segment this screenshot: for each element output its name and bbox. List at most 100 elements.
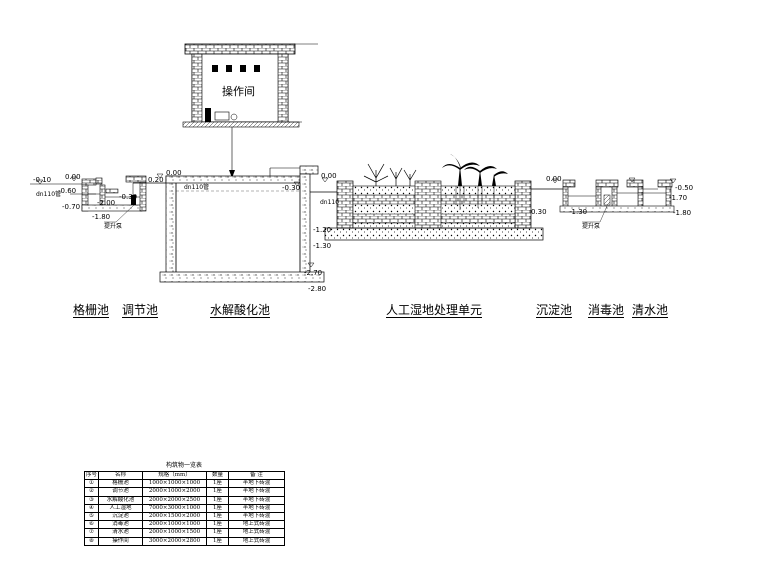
building-slab [182, 121, 300, 128]
building-wall-left [191, 53, 203, 123]
table-cell: 1座 [206, 495, 229, 505]
header-cell: 名称 [98, 470, 143, 481]
table-cell: ⑤ [84, 512, 99, 522]
annotation-texts: 提升泵 提升泵 dn110管 dn110管 dn110 [36, 183, 600, 230]
table-cell: 水解酸化池 [98, 495, 143, 505]
operation-room-title: 操作间 [222, 85, 255, 98]
table-cell: 地上式砖混 [228, 520, 285, 530]
elev-text: 0.00 [65, 173, 81, 181]
elevation-texts: -0.10 0.00 -0.60 -0.70 -0.30 -2.00 -1.80… [33, 169, 693, 293]
screen-and-regulating-pools [30, 175, 166, 223]
lift-pump-left [131, 195, 136, 205]
elev-text: -2.00 [97, 199, 115, 207]
table-cell: 地上式砖混 [228, 536, 285, 546]
building-wall-right [277, 53, 289, 123]
table-cell: ② [84, 487, 99, 497]
elev-text: -0.30 [119, 193, 137, 201]
palm-plants [442, 154, 508, 186]
table-cell: 半地下砖混 [228, 479, 285, 489]
table-cell: 1座 [206, 528, 229, 538]
elev-text: 0.00 [166, 169, 182, 177]
hydrolysis-pool [159, 165, 340, 283]
table-cell: 格栅池 [98, 479, 143, 489]
window-2 [226, 65, 232, 72]
table-cell: 半地下砖混 [228, 487, 285, 497]
table-cell: 3000×2000×2800 [142, 536, 207, 546]
elev-text: -1.80 [92, 213, 110, 221]
table-cell: 2000×1500×2000 [142, 512, 207, 522]
elev-text: -0.10 [33, 176, 51, 184]
building-roof [184, 43, 296, 55]
table-cell: 1座 [206, 479, 229, 489]
header-cell: 数量 [206, 470, 229, 481]
window-3 [240, 65, 246, 72]
header-cell: 序号 [84, 470, 99, 481]
settling-pool-label: 沉淀池 [536, 303, 573, 318]
door [205, 108, 211, 122]
table-cell: ⑥ [84, 520, 99, 530]
table-cell: 2000×2000×2500 [142, 495, 207, 505]
lift-pump-label: 提升泵 [104, 222, 122, 230]
window-1 [212, 65, 218, 72]
table-cell: 1座 [206, 520, 229, 530]
regulating-pool-label: 调节池 [122, 303, 159, 318]
elev-text: -2.80 [308, 285, 326, 293]
table-cell: ① [84, 479, 99, 489]
table-header-row: 序号 名称 规格（mm） 数量 备 注 [84, 470, 285, 481]
table-cell: 半地下砖混 [228, 495, 285, 505]
table-cell: 7000×3000×1000 [142, 503, 207, 514]
lift-pump-right [603, 194, 611, 206]
screen-pool-label: 格栅池 [73, 303, 110, 318]
elev-text: -1.20 [313, 226, 331, 234]
table-cell: 2000×1000×1000 [142, 520, 207, 530]
operation-room [182, 43, 318, 178]
header-cell: 规格（mm） [142, 470, 207, 481]
elev-text: -0.60 [58, 187, 76, 195]
elev-text: -1.70 [669, 194, 687, 202]
wetland-base [324, 227, 544, 241]
table-cell: 人工湿地 [98, 503, 143, 514]
header-cell: 备 注 [228, 470, 285, 481]
elev-text: -0.50 [675, 184, 693, 192]
elev-text: -2.70 [304, 269, 322, 277]
table-cell: 1000×1000×1000 [142, 479, 207, 489]
table-cell: 沉淀池 [98, 512, 143, 522]
table-cell: 2000×1000×2000 [142, 487, 207, 497]
lift-pump-label: 提升泵 [582, 222, 600, 230]
elev-text: 0.20 [148, 176, 164, 184]
elev-text: 0.30 [531, 208, 547, 216]
table-cell: 调节池 [98, 487, 143, 497]
table-cell: 清水池 [98, 528, 143, 538]
window-4 [254, 65, 260, 72]
pipe-label: dn110管 [184, 183, 209, 191]
reed-plants [363, 163, 417, 186]
table-cell: 1座 [206, 536, 229, 546]
disinfection-pool-label: 消毒池 [588, 303, 625, 318]
table-cell: ③ [84, 495, 99, 505]
elev-text: 0.00 [546, 175, 562, 183]
root-lines [455, 186, 495, 210]
table-cell: 地上式砖混 [228, 528, 285, 538]
table-cell: 操作间 [98, 536, 143, 546]
elevation-markers [36, 173, 677, 268]
pipe-label: dn110管 [36, 190, 61, 198]
table-cell: ④ [84, 503, 99, 514]
table-cell: 消毒池 [98, 520, 143, 530]
elev-text: -0.30 [282, 184, 300, 192]
elev-text: -1.80 [673, 209, 691, 217]
hydrolysis-pool-label: 水解酸化池 [210, 303, 271, 318]
table-title: 构筑物一览表 [165, 462, 202, 469]
table-cell: 2000×1000×1500 [142, 528, 207, 538]
table-cell: 1座 [206, 487, 229, 497]
